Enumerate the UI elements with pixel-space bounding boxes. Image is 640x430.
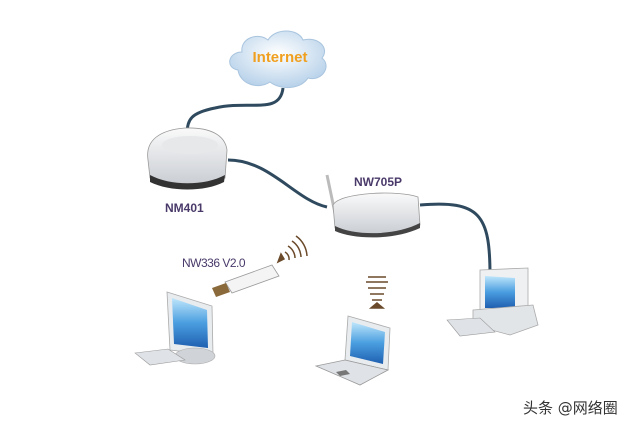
laptop-icon	[314, 315, 391, 386]
cable-modem-router	[227, 158, 328, 209]
usb-adapter-icon	[212, 264, 280, 297]
wireless-router-label: NW705P	[354, 175, 402, 189]
desktop-computer-icon	[446, 267, 539, 337]
wireless-router-icon	[325, 174, 421, 238]
modem-icon	[147, 127, 228, 190]
modem-label: NM401	[165, 201, 204, 215]
cable-internet-modem	[185, 87, 285, 133]
wifi-signal-icon	[276, 235, 308, 264]
internet-cloud-icon: Internet	[229, 30, 327, 88]
wifi-signal-icon	[366, 276, 388, 309]
cable-router-desktop	[419, 202, 492, 276]
desktop-monitor-icon	[134, 291, 216, 366]
cloud-label: Internet	[252, 49, 307, 66]
watermark: 头条 @网络圈	[523, 399, 618, 417]
usb-adapter-label: NW336 V2.0	[182, 256, 246, 270]
